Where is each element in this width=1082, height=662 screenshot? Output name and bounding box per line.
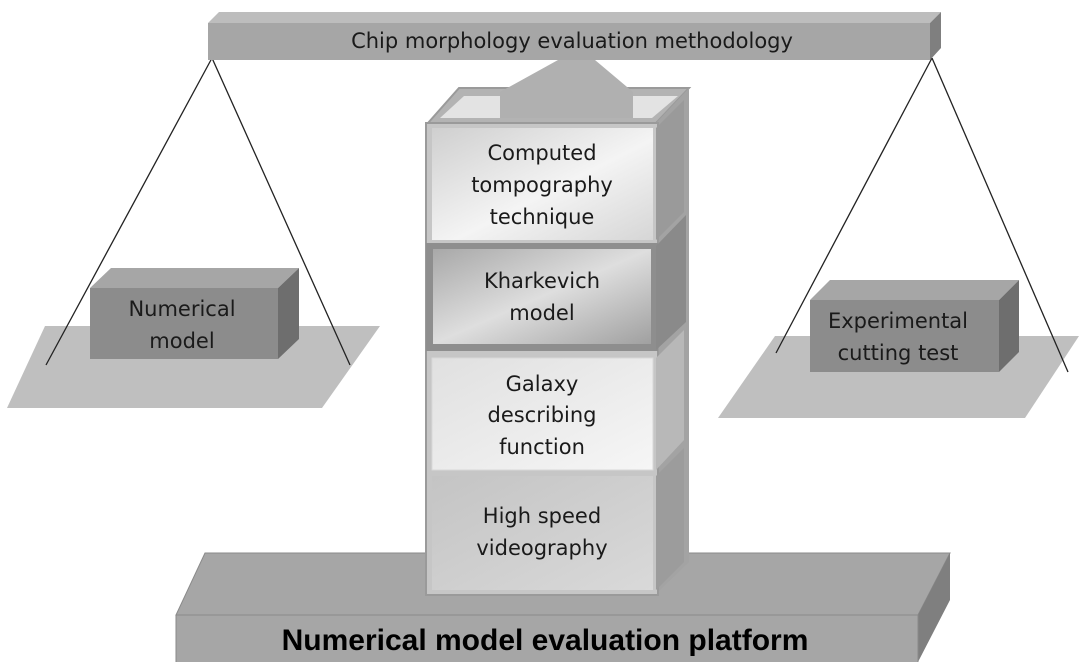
- experimental-test-box-front: [810, 300, 999, 372]
- block4-face: [432, 476, 653, 590]
- right-pan: Experimental cutting test: [718, 57, 1079, 418]
- platform-side-face: [918, 553, 950, 662]
- experimental-test-line2: cutting test: [838, 341, 959, 365]
- beam-front-face: [208, 23, 930, 60]
- numerical-model-box-front: [90, 288, 278, 359]
- numerical-model-line1: Numerical: [128, 297, 235, 321]
- numerical-model-box-side: [278, 268, 299, 359]
- stack-block-computed-tomography: Computed tompography technique: [432, 100, 684, 240]
- experimental-test-box-side: [999, 280, 1019, 372]
- block1-line1: Computed: [487, 141, 596, 165]
- block4-line1: High speed: [483, 504, 601, 528]
- pivot: [500, 60, 633, 118]
- block4-line2: videography: [476, 536, 607, 560]
- stack-block-high-speed: High speed videography: [432, 448, 684, 590]
- left-pan: Numerical model: [7, 57, 380, 408]
- beam-label: Chip morphology evaluation methodology: [351, 29, 793, 53]
- block3-face: [431, 357, 654, 471]
- numerical-model-box-top: [90, 268, 299, 288]
- left-string-2: [211, 57, 351, 366]
- stack-block-kharkevich: Kharkevich model: [426, 215, 686, 351]
- right-string-2: [931, 57, 1069, 373]
- block2-side: [656, 215, 686, 350]
- left-string-1: [45, 57, 213, 366]
- beam-side-face: [930, 12, 941, 60]
- block3-side: [656, 330, 684, 470]
- method-stack: Computed tompography technique Kharkevic…: [425, 60, 692, 596]
- numerical-model-line2: model: [149, 329, 214, 353]
- block2-face: [433, 249, 651, 344]
- platform-label: Numerical model evaluation platform: [282, 624, 809, 657]
- platform: Numerical model evaluation platform: [175, 552, 951, 662]
- right-string-1: [775, 57, 933, 354]
- block2-line2: model: [509, 301, 574, 325]
- numerical-model-box: Numerical model: [90, 268, 299, 359]
- block1-side: [656, 100, 684, 240]
- block1-line2: tompography: [471, 173, 613, 197]
- block3-line1: Galaxy: [506, 372, 579, 396]
- block3-line2: describing: [487, 403, 596, 427]
- experimental-test-box: Experimental cutting test: [810, 280, 1019, 372]
- block1-line3: technique: [490, 205, 595, 229]
- stack-block-galaxy: Galaxy describing function: [431, 330, 684, 471]
- block4-side: [656, 448, 684, 590]
- experimental-test-box-top: [810, 280, 1019, 300]
- beam: Chip morphology evaluation methodology: [208, 12, 941, 60]
- block1-face: [432, 128, 653, 240]
- experimental-test-line1: Experimental: [828, 309, 968, 333]
- block2-line1: Kharkevich: [484, 269, 600, 293]
- block3-line3: function: [499, 435, 585, 459]
- beam-top-face: [208, 12, 941, 23]
- platform-front-face: [175, 614, 919, 662]
